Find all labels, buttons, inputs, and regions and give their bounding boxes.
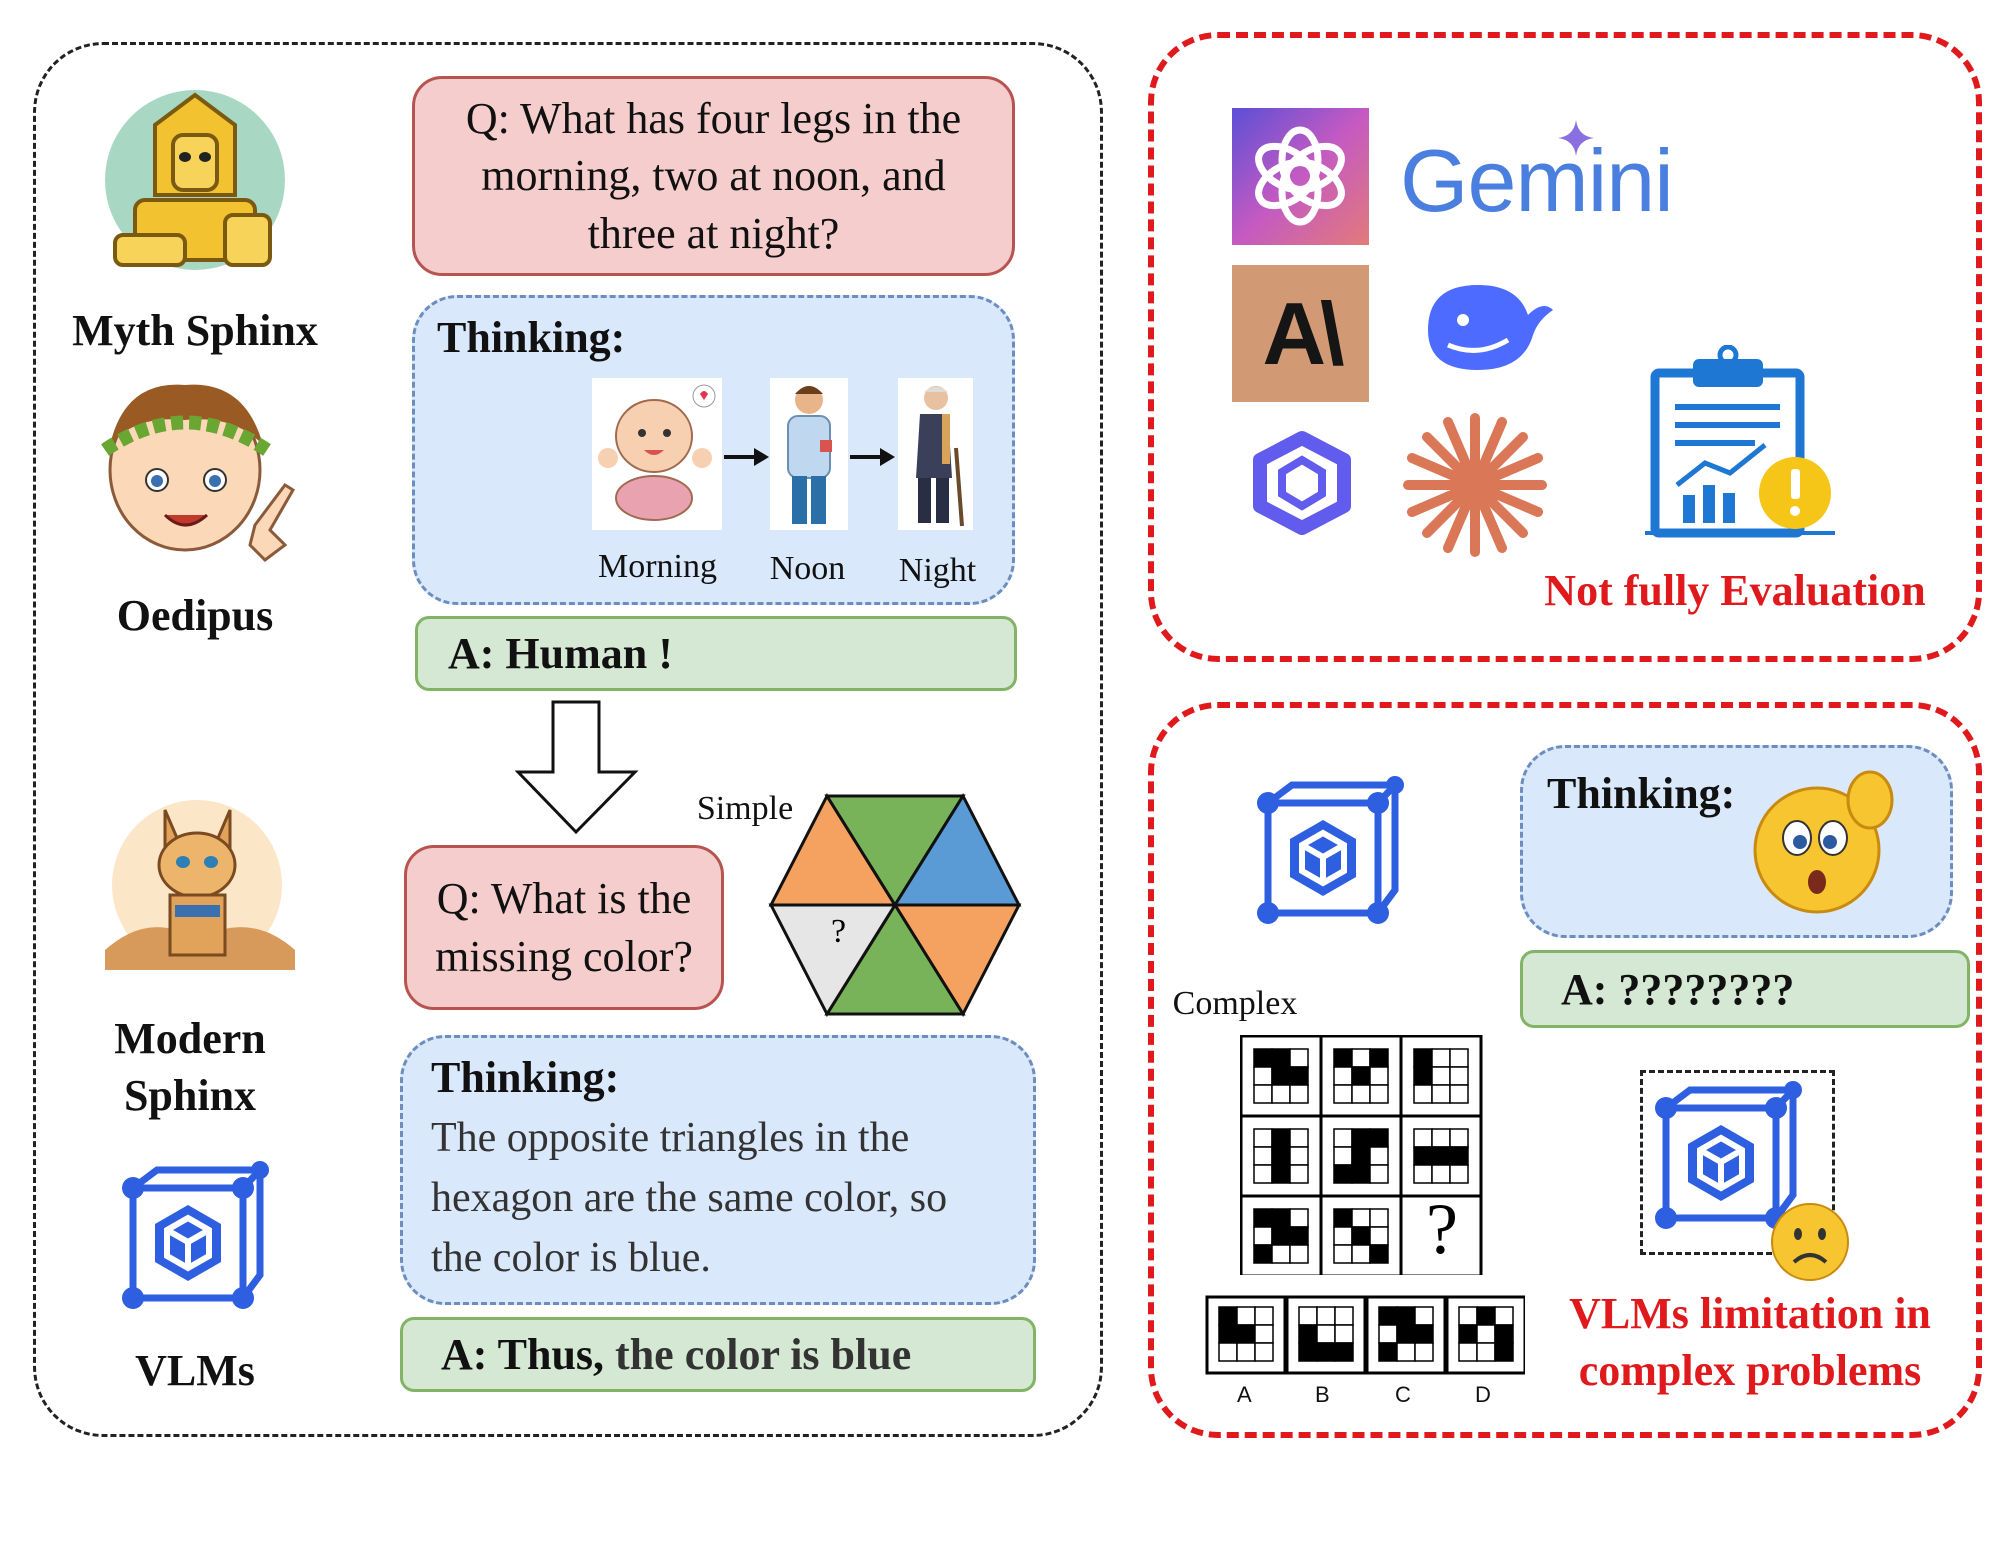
matrix-cell-pattern — [1413, 1128, 1469, 1184]
matrix-puzzle: ? — [1240, 1035, 1483, 1275]
answer-options — [1205, 1295, 1525, 1375]
hex-triangle-missing — [768, 903, 898, 1018]
matrix-cell-pattern — [1333, 1128, 1389, 1184]
modern-sphinx-icon — [105, 800, 295, 970]
riddle-answer-text: A: Human ! — [448, 629, 673, 678]
riddle-question-box: Q: What has four legs in the morning, tw… — [412, 76, 1015, 276]
vlm-cube-icon — [122, 1161, 269, 1309]
openai-logo-icon — [1232, 108, 1369, 245]
option-label-b: B — [1315, 1382, 1330, 1407]
matrix-cell-pattern — [1253, 1128, 1309, 1184]
option-pattern — [1298, 1306, 1354, 1362]
oedipus-label: Oedipus — [116, 591, 274, 640]
vlm-thinking-box: Thinking: — [1520, 745, 1953, 938]
arrow-right-icon — [850, 448, 895, 466]
complex-label: Complex — [1172, 985, 1298, 1022]
vlm-cube-icon — [1257, 776, 1404, 924]
gemini-sparkle-icon — [1558, 120, 1594, 156]
puzzle-answer-box: A: Thus, the color is blue — [400, 1317, 1036, 1392]
myth-sphinx-label: Myth Sphinx — [72, 306, 318, 355]
arrow-right-icon — [724, 448, 769, 466]
anthropic-logo: A\ — [1232, 265, 1369, 402]
bottom-right-panel — [1148, 702, 1982, 1438]
hex-missing-mark: ? — [831, 913, 846, 950]
matrix-cell-pattern — [1253, 1048, 1309, 1104]
vlm-thinking-title: Thinking: — [1547, 769, 1736, 818]
myth-sphinx-icon — [105, 90, 285, 270]
puzzle-thinking-title: Thinking: — [431, 1053, 620, 1102]
puzzle-question-box: Q: What is the missing color? — [404, 845, 724, 1010]
puzzle-thinking-box: Thinking: The opposite triangles in the … — [400, 1035, 1036, 1305]
matrix-cell — [1399, 1194, 1483, 1275]
riddle-answer-box: A: Human ! — [415, 616, 1017, 691]
sad-face-icon — [1771, 1203, 1849, 1281]
option-pattern — [1378, 1306, 1434, 1362]
down-arrow-icon — [515, 700, 639, 835]
adult-icon — [770, 378, 848, 530]
oedipus-icon — [101, 384, 296, 562]
option-pattern — [1458, 1306, 1514, 1362]
claude-starburst-icon — [1403, 413, 1547, 557]
qwen-logo-icon — [1253, 431, 1351, 535]
simple-label: Simple — [696, 790, 794, 827]
option-label-d: D — [1475, 1382, 1491, 1407]
hexagon-puzzle: ? — [768, 792, 1022, 1018]
option-label-a: A — [1237, 1382, 1252, 1407]
stage-noon-label: Noon — [769, 550, 846, 587]
matrix-cell-pattern — [1413, 1048, 1469, 1104]
vlm-frame — [1640, 1070, 1835, 1255]
stage-night-label: Night — [898, 552, 977, 589]
matrix-missing-mark: ? — [1426, 1189, 1458, 1269]
deepseek-whale-icon — [1428, 285, 1553, 370]
vlm-cube-icon — [1655, 1081, 1802, 1229]
puzzle-answer-rest: the color is blue — [604, 1330, 912, 1379]
vlms-label: VLMs — [135, 1346, 255, 1395]
riddle-thinking-title: Thinking: — [437, 313, 626, 362]
puzzle-thinking-text: The opposite triangles in the hexagon ar… — [431, 1115, 948, 1281]
vlm-answer-text: A: ???????? — [1561, 964, 1795, 1014]
elder-icon — [898, 378, 973, 530]
confused-emoji-icon — [1753, 770, 1894, 914]
left-panel — [33, 42, 1103, 1437]
matrix-cell-pattern — [1333, 1208, 1389, 1264]
gemini-logo-text: Gemini — [1400, 131, 1674, 230]
option-pattern — [1218, 1306, 1274, 1362]
vlm-limitation-caption: VLMs limitation in complex problems — [1569, 1289, 1931, 1396]
stage-morning-label: Morning — [598, 548, 717, 585]
option-labels: A B C D — [1205, 1382, 1525, 1412]
top-right-panel — [1148, 32, 1982, 662]
vlm-answer-box: A: ???????? — [1520, 950, 1970, 1028]
evaluation-report-icon — [1645, 345, 1835, 538]
matrix-cell-pattern — [1333, 1048, 1389, 1104]
baby-icon — [592, 378, 722, 530]
matrix-cell-pattern — [1253, 1208, 1309, 1264]
option-label-c: C — [1395, 1382, 1411, 1407]
modern-sphinx-label: Modern Sphinx — [114, 1014, 266, 1121]
puzzle-answer-prefix: A: Thus, — [441, 1330, 605, 1379]
not-fully-evaluation-caption: Not fully Evaluation — [1544, 566, 1926, 615]
